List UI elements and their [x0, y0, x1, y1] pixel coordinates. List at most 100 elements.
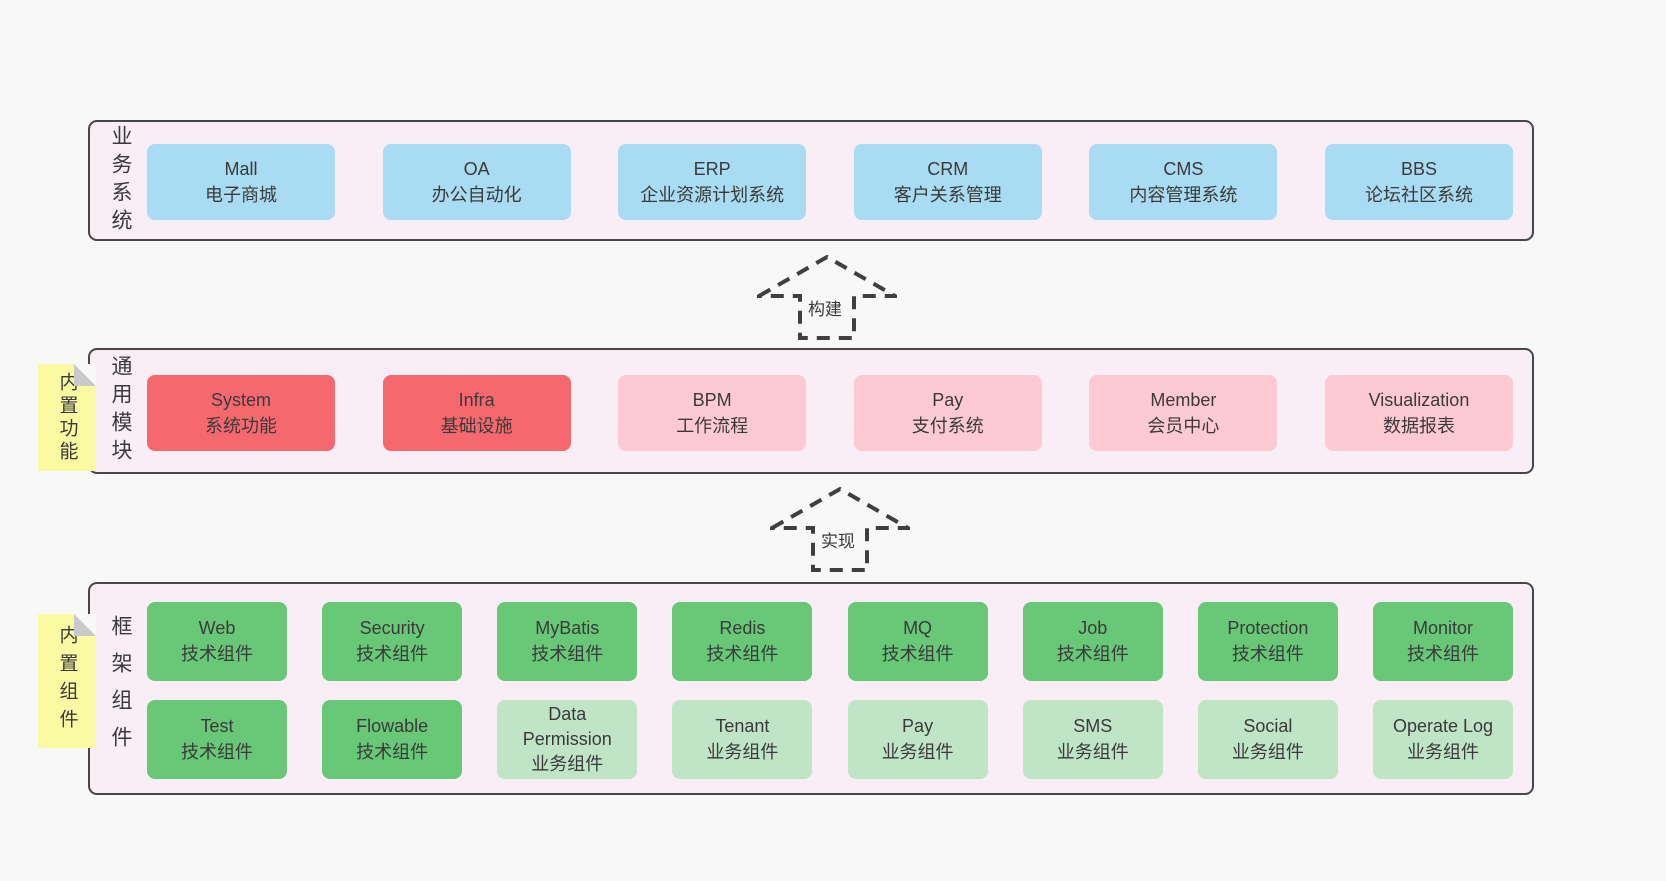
box-tenant: Tenant 业务组件: [672, 700, 813, 779]
box-cms: CMS 内容管理系统: [1089, 144, 1278, 220]
sticky-note-text: 内置功能: [56, 371, 78, 464]
box-title: Monitor: [1412, 618, 1473, 639]
box-mall: Mall 电子商城: [147, 144, 335, 220]
box-pay: Pay 支付系统: [853, 375, 1042, 451]
box-title: Mall: [224, 158, 258, 179]
box-title: Visualization: [1368, 389, 1470, 410]
box-title: CRM: [927, 158, 969, 179]
box-crm: CRM 客户关系管理: [853, 144, 1042, 220]
box-title: Flowable: [356, 716, 429, 737]
box-subtitle: 技术组件: [181, 741, 253, 762]
layer-business-label: 业务系统: [109, 124, 132, 237]
box-subtitle: 系统功能: [205, 416, 277, 436]
box-title: Pay: [902, 716, 934, 737]
box-security: Security 技术组件: [322, 602, 463, 681]
box-subtitle: 业务组件: [881, 741, 954, 762]
layer-modules-label: 通用模块: [109, 355, 132, 467]
box-system: System 系统功能: [147, 375, 335, 451]
box-subtitle: 办公自动化: [431, 185, 522, 205]
arrow-implement-up: [770, 486, 910, 572]
box-title: Job: [1078, 618, 1108, 639]
box-operate-log: Operate Log 业务组件: [1372, 700, 1513, 779]
box-subtitle: 客户关系管理: [893, 185, 1002, 205]
arrow-build-up: [757, 254, 897, 340]
layer-common-modules: 通用模块 System 系统功能 Infra 基础设施 BPM 工作流程 Pay 支付系统 Me…: [88, 348, 1534, 474]
sticky-note-text: 内置组件: [56, 625, 78, 737]
box-subtitle: 数据报表: [1382, 416, 1455, 436]
box-title: MyBatis: [535, 618, 600, 639]
box-subtitle: 技术组件: [356, 643, 429, 664]
box-title: Pay: [932, 389, 964, 410]
box-subtitle: 业务组件: [1406, 741, 1479, 762]
box-infra: Infra 基础设施: [382, 375, 571, 451]
box-monitor: Monitor 技术组件: [1372, 602, 1513, 681]
box-protection: Protection 技术组件: [1197, 602, 1338, 681]
box-subtitle: 技术组件: [1056, 643, 1129, 664]
box-title: Operate Log: [1392, 716, 1494, 737]
box-social: Social 业务组件: [1197, 700, 1338, 779]
box-web: Web 技术组件: [147, 602, 287, 681]
box-redis: Redis 技术组件: [672, 602, 813, 681]
box-subtitle: 技术组件: [356, 741, 429, 762]
box-title: Test: [200, 716, 234, 737]
box-subtitle: 业务组件: [1056, 741, 1129, 762]
box-subtitle: 技术组件: [1231, 643, 1304, 664]
modules-box-row: System 系统功能 Infra 基础设施 BPM 工作流程 Pay 支付系统 Member 会…: [147, 375, 1513, 451]
box-title: Tenant: [715, 716, 770, 737]
box-title: Security: [359, 618, 425, 639]
box-subtitle: 内容管理系统: [1129, 185, 1238, 205]
box-subtitle: 支付系统: [911, 416, 984, 436]
box-sms: SMS 业务组件: [1022, 700, 1163, 779]
box-subtitle: 企业资源计划系统: [640, 185, 785, 205]
box-job: Job 技术组件: [1022, 602, 1163, 681]
box-subtitle: 技术组件: [881, 643, 954, 664]
box-subtitle: 基础设施: [440, 416, 513, 436]
box-title: CMS: [1163, 158, 1204, 179]
box-member: Member 会员中心: [1089, 375, 1278, 451]
box-title: Infra: [458, 389, 495, 410]
box-pay-component: Pay 业务组件: [847, 700, 988, 779]
box-title: SMS: [1073, 716, 1113, 737]
box-title: Protection: [1227, 618, 1309, 639]
box-title: BBS: [1400, 158, 1437, 179]
box-title: ERP: [693, 158, 731, 179]
arrow-implement-label: 实现: [817, 526, 859, 553]
box-title: Social: [1243, 716, 1293, 737]
box-subtitle: 会员中心: [1147, 416, 1220, 436]
arrow-build-label: 构建: [804, 294, 846, 321]
box-subtitle: 业务组件: [706, 741, 779, 762]
box-subtitle: 业务组件: [1231, 741, 1304, 762]
box-title: BPM: [692, 389, 732, 410]
box-visualization: Visualization 数据报表: [1324, 375, 1513, 451]
box-subtitle: 技术组件: [531, 643, 604, 664]
box-title: Redis: [719, 618, 766, 639]
box-erp: ERP 企业资源计划系统: [618, 144, 807, 220]
sticky-note-builtin-components: 内置组件: [38, 614, 96, 748]
box-subtitle: 技术组件: [706, 643, 779, 664]
box-title: Data Permission: [522, 703, 612, 749]
box-subtitle: 技术组件: [1406, 643, 1479, 664]
box-data-permission: Data Permission 业务组件: [497, 700, 638, 779]
layer-components-label: 框架组件: [109, 614, 132, 763]
box-subtitle: 技术组件: [181, 643, 253, 664]
box-mq: MQ 技术组件: [847, 602, 988, 681]
box-subtitle: 业务组件: [531, 754, 604, 775]
sticky-note-builtin-functions: 内置功能: [38, 364, 96, 471]
box-title: Member: [1150, 389, 1217, 410]
box-test: Test 技术组件: [147, 700, 287, 779]
box-subtitle: 论坛社区系统: [1364, 185, 1473, 205]
box-subtitle: 工作流程: [676, 416, 749, 436]
box-mybatis: MyBatis 技术组件: [497, 602, 638, 681]
box-title: Web: [198, 618, 236, 639]
box-bbs: BBS 论坛社区系统: [1324, 144, 1513, 220]
box-title: System: [210, 389, 271, 410]
box-subtitle: 电子商城: [205, 185, 277, 205]
box-bpm: BPM 工作流程: [618, 375, 807, 451]
box-flowable: Flowable 技术组件: [322, 700, 463, 779]
box-title: MQ: [903, 618, 933, 639]
